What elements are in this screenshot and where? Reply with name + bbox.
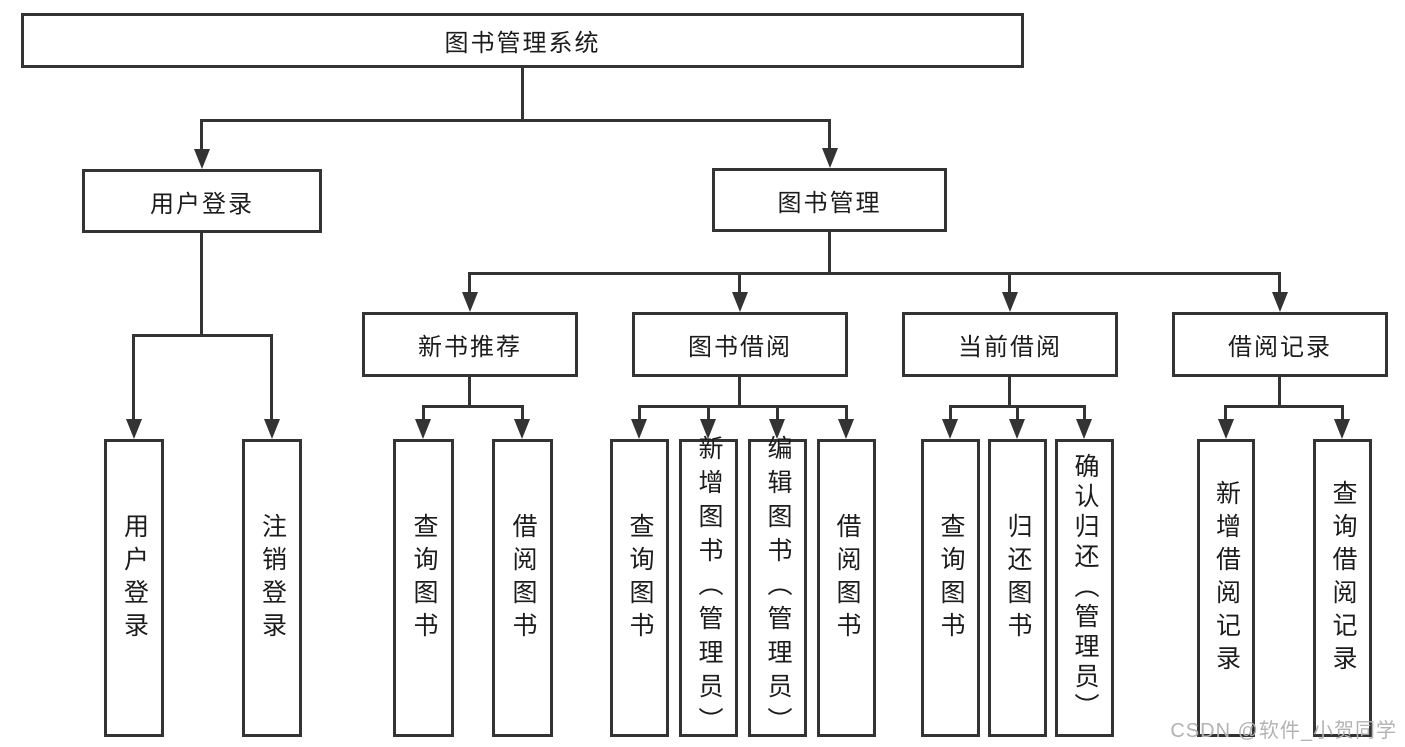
connector-line — [521, 405, 524, 422]
connector-line — [132, 334, 273, 337]
connector-line — [468, 375, 471, 408]
arrowhead-icon — [1334, 419, 1350, 439]
node-library-system: 图书管理系统 — [21, 13, 1024, 68]
node-label: 确认归还（管理员） — [1071, 453, 1099, 723]
leaf-query-borrow-record: 查询借阅记录 — [1313, 439, 1372, 737]
node-label: 编辑图书（管理员） — [764, 435, 792, 741]
node-current-borrowing: 当前借阅 — [902, 312, 1118, 377]
connector-line — [468, 272, 471, 295]
connector-line — [638, 405, 848, 408]
connector-line — [468, 272, 1281, 275]
node-book-management: 图书管理 — [712, 168, 947, 232]
node-borrowing-records: 借阅记录 — [1172, 312, 1388, 377]
connector-line — [200, 119, 203, 151]
arrowhead-icon — [838, 419, 854, 439]
arrowhead-icon — [126, 419, 142, 439]
arrowhead-icon — [631, 419, 647, 439]
node-label: 查询图书 — [626, 513, 654, 645]
node-user-login: 用户登录 — [82, 169, 322, 233]
leaf-query-books-recommend: 查询图书 — [393, 439, 454, 737]
node-label: 新增图书（管理员） — [695, 435, 723, 741]
node-label: 图书管理 — [777, 189, 882, 217]
leaf-query-books-borrowing: 查询图书 — [610, 439, 669, 737]
node-label: 归还图书 — [1004, 513, 1032, 645]
connector-line — [200, 231, 203, 336]
arrowhead-icon — [415, 419, 431, 439]
node-label: 新增借阅记录 — [1212, 480, 1241, 678]
connector-line — [707, 405, 710, 422]
node-label: 借阅图书 — [509, 513, 537, 645]
leaf-query-books-current: 查询图书 — [921, 439, 980, 737]
connector-line — [1278, 375, 1281, 408]
connector-line — [638, 405, 641, 422]
arrowhead-icon — [462, 292, 478, 312]
node-new-book-recommend: 新书推荐 — [362, 312, 578, 377]
leaf-confirm-return-admin: 确认归还（管理员） — [1055, 439, 1114, 737]
arrowhead-icon — [514, 419, 530, 439]
connector-line — [1008, 375, 1011, 408]
csdn-watermark: CSDN @软件_小贺同学 — [1170, 720, 1397, 742]
leaf-borrow-books-recommend: 借阅图书 — [492, 439, 553, 737]
connector-line — [270, 334, 273, 420]
arrowhead-icon — [1002, 292, 1018, 312]
connector-line — [200, 119, 831, 122]
node-label: 用户登录 — [150, 190, 254, 218]
arrowhead-icon — [1009, 419, 1025, 439]
arrowhead-icon — [1076, 419, 1092, 439]
connector-line — [1083, 405, 1086, 422]
leaf-add-books-admin: 新增图书（管理员） — [679, 435, 738, 741]
node-label: 用户登录 — [120, 513, 149, 645]
leaf-user-login: 用户登录 — [104, 439, 164, 737]
node-book-borrowing: 图书借阅 — [632, 312, 848, 377]
connector-line — [1224, 405, 1344, 408]
connector-line — [738, 272, 741, 295]
node-label: 查询图书 — [410, 513, 438, 645]
connector-line — [949, 405, 952, 422]
connector-line — [1278, 272, 1281, 295]
connector-line — [1016, 405, 1019, 422]
node-label: 当前借阅 — [958, 334, 1062, 361]
connector-line — [845, 405, 848, 422]
node-label: 图书管理系统 — [444, 30, 601, 57]
node-label: 图书借阅 — [688, 334, 792, 361]
node-label: 注销登录 — [258, 513, 287, 645]
node-label: 借阅记录 — [1228, 334, 1332, 361]
node-label: 借阅图书 — [833, 513, 861, 645]
node-label: 查询借阅记录 — [1329, 480, 1357, 678]
connector-line — [828, 230, 831, 275]
connector-line — [1341, 405, 1344, 422]
node-label: 查询图书 — [937, 513, 965, 645]
leaf-add-borrow-record: 新增借阅记录 — [1197, 439, 1255, 737]
arrowhead-icon — [942, 419, 958, 439]
connector-line — [1224, 405, 1227, 422]
arrowhead-icon — [194, 149, 210, 169]
leaf-logout: 注销登录 — [242, 439, 302, 737]
connector-line — [521, 66, 524, 121]
connector-line — [738, 375, 741, 408]
connector-line — [422, 405, 524, 408]
arrowhead-icon — [1272, 292, 1288, 312]
node-label: 新书推荐 — [418, 334, 522, 361]
arrowhead-icon — [732, 292, 748, 312]
connector-line — [1008, 272, 1011, 295]
leaf-return-books: 归还图书 — [988, 439, 1047, 737]
connector-line — [776, 405, 779, 422]
leaf-edit-books-admin: 编辑图书（管理员） — [748, 435, 807, 741]
arrowhead-icon — [822, 148, 838, 168]
arrowhead-icon — [264, 419, 280, 439]
arrowhead-icon — [769, 419, 785, 439]
leaf-borrow-books: 借阅图书 — [817, 439, 876, 737]
connector-line — [828, 119, 831, 149]
connector-line — [132, 334, 135, 420]
connector-line — [422, 405, 425, 422]
arrowhead-icon — [1218, 419, 1234, 439]
arrowhead-icon — [700, 419, 716, 439]
